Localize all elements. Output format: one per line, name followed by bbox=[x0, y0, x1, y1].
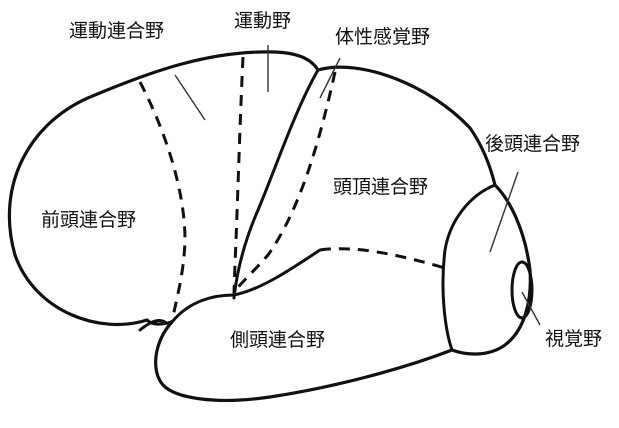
central-sulcus bbox=[232, 68, 320, 300]
precentral-boundary bbox=[232, 56, 245, 299]
label-posterior-association: 後頭連合野 bbox=[485, 133, 580, 155]
label-motor-association: 運動連合野 bbox=[69, 20, 164, 42]
lateral-fissure bbox=[170, 248, 322, 324]
postcentral-boundary bbox=[232, 71, 337, 293]
occipital-boundary bbox=[441, 183, 497, 352]
lateral-notch bbox=[138, 318, 167, 332]
visual-cortex-region bbox=[510, 260, 534, 320]
label-parietal: 頭頂連合野 bbox=[333, 176, 428, 198]
leader-motor-association bbox=[174, 74, 206, 121]
label-somatosensory: 体性感覚野 bbox=[335, 26, 430, 48]
leader-posterior-association bbox=[489, 171, 519, 253]
parietal-temporal-boundary bbox=[319, 247, 446, 270]
label-visual: 視覚野 bbox=[545, 328, 602, 350]
label-prefrontal: 前頭連合野 bbox=[41, 209, 136, 231]
prefrontal-boundary bbox=[138, 81, 187, 323]
leader-somatosensory bbox=[319, 57, 341, 99]
label-motor: 運動野 bbox=[234, 10, 291, 32]
leader-visual bbox=[521, 291, 541, 326]
label-temporal: 側頭連合野 bbox=[230, 329, 325, 351]
